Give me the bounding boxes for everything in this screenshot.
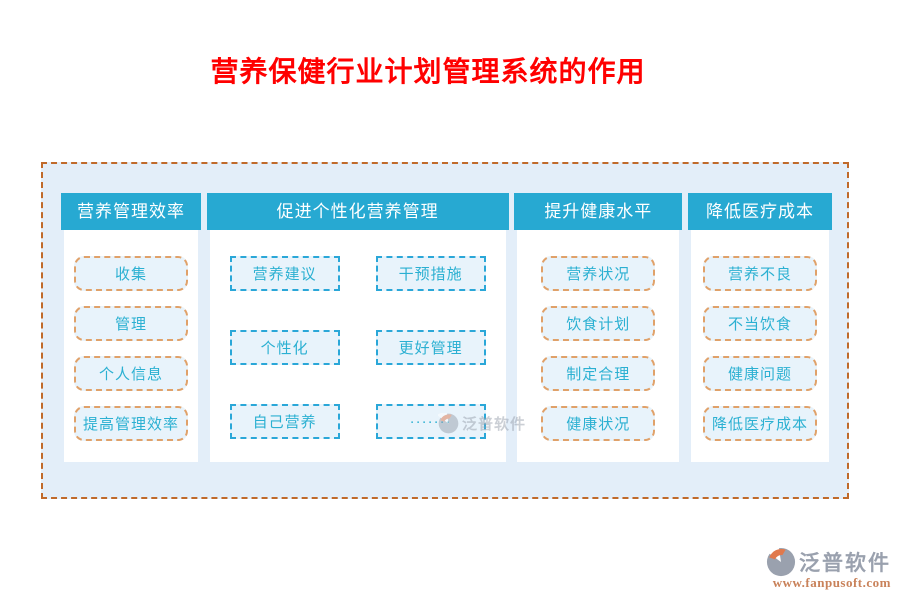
column-body: 营养不良 不当饮食 健康问题 降低医疗成本 [691, 230, 829, 462]
diagram-item: ······· [375, 404, 486, 439]
column-body: 营养建议 干预措施 个性化 更好管理 自己营养 ······· [210, 230, 506, 462]
column-improve-health-level: 提升健康水平 营养状况 饮食计划 制定合理 健康状况 [514, 193, 683, 462]
diagram-item: 营养不良 [702, 256, 817, 291]
diagram-item: 健康问题 [702, 356, 817, 391]
footer-logo: 泛普软件 www.fanpusoft.com [766, 547, 891, 591]
diagram-item: 自己营养 [229, 404, 340, 439]
column-header: 降低医疗成本 [687, 193, 832, 230]
column-body: 收集 管理 个人信息 提高管理效率 [64, 230, 198, 462]
column-personalized-nutrition: 促进个性化营养管理 营养建议 干预措施 个性化 更好管理 自己营养 ······… [206, 193, 509, 462]
diagram-item: 更好管理 [375, 330, 486, 365]
column-header: 促进个性化营养管理 [206, 193, 509, 230]
column-header: 提升健康水平 [514, 193, 683, 230]
diagram-item: 收集 [74, 256, 188, 291]
brand-url: www.fanpusoft.com [772, 575, 891, 590]
brand-name: 泛普软件 [799, 552, 891, 575]
diagram-item: 饮食计划 [541, 306, 656, 341]
fanpu-logo-icon [766, 547, 796, 577]
column-reduce-medical-cost: 降低医疗成本 营养不良 不当饮食 健康问题 降低医疗成本 [687, 193, 832, 462]
diagram-item: 健康状况 [541, 406, 656, 441]
footer-logo-row: 泛普软件 [766, 547, 891, 577]
diagram-item: 个人信息 [74, 356, 188, 391]
diagram-item: 营养状况 [541, 256, 656, 291]
diagram-board: 营养管理效率 收集 管理 个人信息 提高管理效率 促进个性化营养管理 营养建议 … [41, 162, 849, 499]
diagram-item: 提高管理效率 [74, 406, 188, 441]
diagram-item: 制定合理 [541, 356, 656, 391]
diagram-item: 管理 [74, 306, 188, 341]
diagram-item: 不当饮食 [702, 306, 817, 341]
diagram-item: 个性化 [229, 330, 340, 365]
diagram-item: 降低医疗成本 [702, 406, 817, 441]
diagram-item: 干预措施 [375, 256, 486, 291]
page-title: 营养保健行业计划管理系统的作用 [210, 57, 646, 88]
column-nutrition-management-efficiency: 营养管理效率 收集 管理 个人信息 提高管理效率 [61, 193, 201, 462]
column-body: 营养状况 饮食计划 制定合理 健康状况 [517, 230, 679, 462]
column-header: 营养管理效率 [61, 193, 201, 230]
diagram-item: 营养建议 [229, 256, 340, 291]
